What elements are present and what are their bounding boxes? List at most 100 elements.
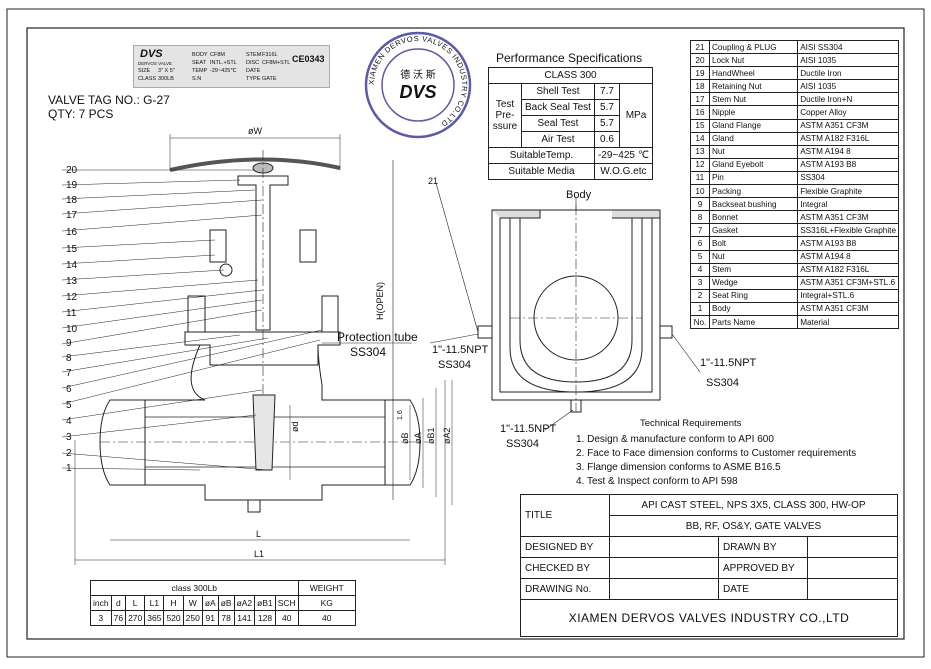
parts-cell-no: 3 (690, 275, 710, 290)
performance-table: CLASS 300 Test Pre- ssure Shell Test 7.7… (488, 67, 653, 180)
parts-cell-material: SS316L+Flexible Graphite (797, 223, 899, 238)
parts-cell-material: ASTM A182 F316L (797, 262, 899, 277)
dims-col: L (125, 595, 146, 611)
stamp-logo: DVS (399, 82, 436, 102)
dim-W: øW (248, 126, 262, 136)
callout-15: 15 (66, 244, 78, 255)
dims-col: L1 (144, 595, 165, 611)
parts-cell-material: ASTM A351 CF3M (797, 118, 899, 133)
perf-row-value: 7.7 (593, 83, 620, 100)
parts-cell-no: 13 (690, 144, 710, 159)
nameplate-size-label: SIZE (138, 68, 151, 74)
npt-left: 1"-11.5NPT (432, 344, 489, 356)
parts-cell-material: ASTM A194 8 (797, 144, 899, 159)
npt-bottom: 1"-11.5NPT (500, 423, 557, 435)
np-r0c0: BODY (192, 52, 208, 58)
inner-border (26, 27, 905, 640)
title-line1: API CAST STEEL, NPS 3X5, CLASS 300, HW-O… (609, 494, 898, 516)
body-label: Body (566, 189, 592, 201)
perf-row-value: 5.7 (593, 99, 620, 116)
drawn-by-value (807, 536, 898, 558)
callout-numbers: 20 19 18 17 16 15 14 13 12 11 10 9 8 7 6… (66, 165, 78, 474)
dim-small: 1.6 (397, 410, 404, 420)
dims-col: inch (90, 595, 112, 611)
nameplate-ce-mark: CE0343 (292, 54, 325, 64)
parts-cell-name: Gland Eyebolt (708, 157, 799, 172)
parts-cell-material: ASTM A194 8 (797, 249, 899, 264)
callout-9: 9 (66, 338, 72, 349)
tech-item-4: 4. Test & Inspect conform to API 598 (576, 476, 738, 487)
parts-cell-material: Flexible Graphite (797, 184, 899, 199)
approved-by-value (807, 557, 898, 579)
callout-19: 19 (66, 180, 78, 191)
parts-cell-material: ASTM A351 CF3M+STL.6 (797, 275, 899, 290)
nameplate-brand-sub: DERVOS VALVE (138, 61, 173, 66)
perf-media-label: Suitable Media (488, 163, 595, 180)
dims-col: H (163, 595, 184, 611)
parts-cell-no: 19 (690, 66, 710, 81)
dims-col: d (110, 595, 127, 611)
dims-val: 270 (125, 610, 146, 626)
parts-cell-name: Retaining Nut (708, 79, 799, 94)
tech-title: Technical Requirements (640, 418, 742, 429)
parts-cell-material: ASTM A351 CF3M (797, 301, 899, 316)
dim-A: øA (413, 432, 423, 444)
parts-cell-material: ASTM A351 CF3M (797, 210, 899, 225)
parts-cell-material: Integral (797, 197, 899, 212)
parts-cell-name: Gasket (708, 223, 799, 238)
dims-val: 3 (90, 610, 112, 626)
np-r3c3: GATE (262, 76, 277, 82)
callout-3: 3 (66, 432, 72, 443)
np-r1c2: DISC (246, 60, 260, 66)
parts-cell-material: Ductile Iron+N (797, 92, 899, 107)
plug-callout: 21 (428, 176, 438, 186)
np-r3c2: TYPE (246, 76, 261, 82)
perf-row-name: Air Test (521, 131, 595, 148)
npt-right: 1"-11.5NPT (700, 357, 757, 369)
callout-20: 20 (66, 165, 78, 176)
checked-by-label: CHECKED BY (520, 557, 610, 579)
dims-col: SCH (274, 595, 299, 611)
dim-L: L (256, 529, 261, 539)
callout-16: 16 (66, 227, 78, 238)
parts-cell-name: Pin (708, 170, 799, 186)
parts-cell-material: ASTM A182 F316L (797, 131, 899, 146)
perf-row-value: 0.6 (593, 131, 620, 148)
dims-val: 365 (144, 610, 165, 626)
parts-cell-name: Bolt (708, 236, 799, 251)
callout-10: 10 (66, 324, 78, 335)
outer-border (6, 8, 925, 658)
dims-val: 40 (297, 610, 356, 626)
parts-cell-material: AISI 1035 (797, 79, 899, 94)
callout-17: 17 (66, 210, 78, 221)
callout-7: 7 (66, 368, 72, 379)
parts-cell-no: 9 (690, 197, 710, 212)
parts-cell-no: 15 (690, 118, 710, 133)
checked-by-value (609, 557, 719, 579)
np-r1c3: CF8M+STL (262, 60, 291, 66)
company-name: XIAMEN DERVOS VALVES INDUSTRY CO.,LTD (520, 599, 898, 637)
parts-cell-name: Wedge (708, 275, 799, 290)
date-value (807, 578, 898, 600)
np-r2c0: TEMP (192, 68, 208, 74)
parts-cell-name: Nut (708, 249, 799, 264)
tech-item-2: 2. Face to Face dimension conforms to Cu… (576, 448, 856, 459)
tech-item-1: 1. Design & manufacture conform to API 6… (576, 434, 774, 445)
parts-cell-name: HandWheel (708, 66, 799, 81)
parts-cell-no: 12 (690, 157, 710, 172)
parts-cell-name: Coupling & PLUG (708, 39, 799, 55)
dim-d: ød (290, 421, 300, 432)
np-r1c0: SEAT (192, 60, 206, 66)
